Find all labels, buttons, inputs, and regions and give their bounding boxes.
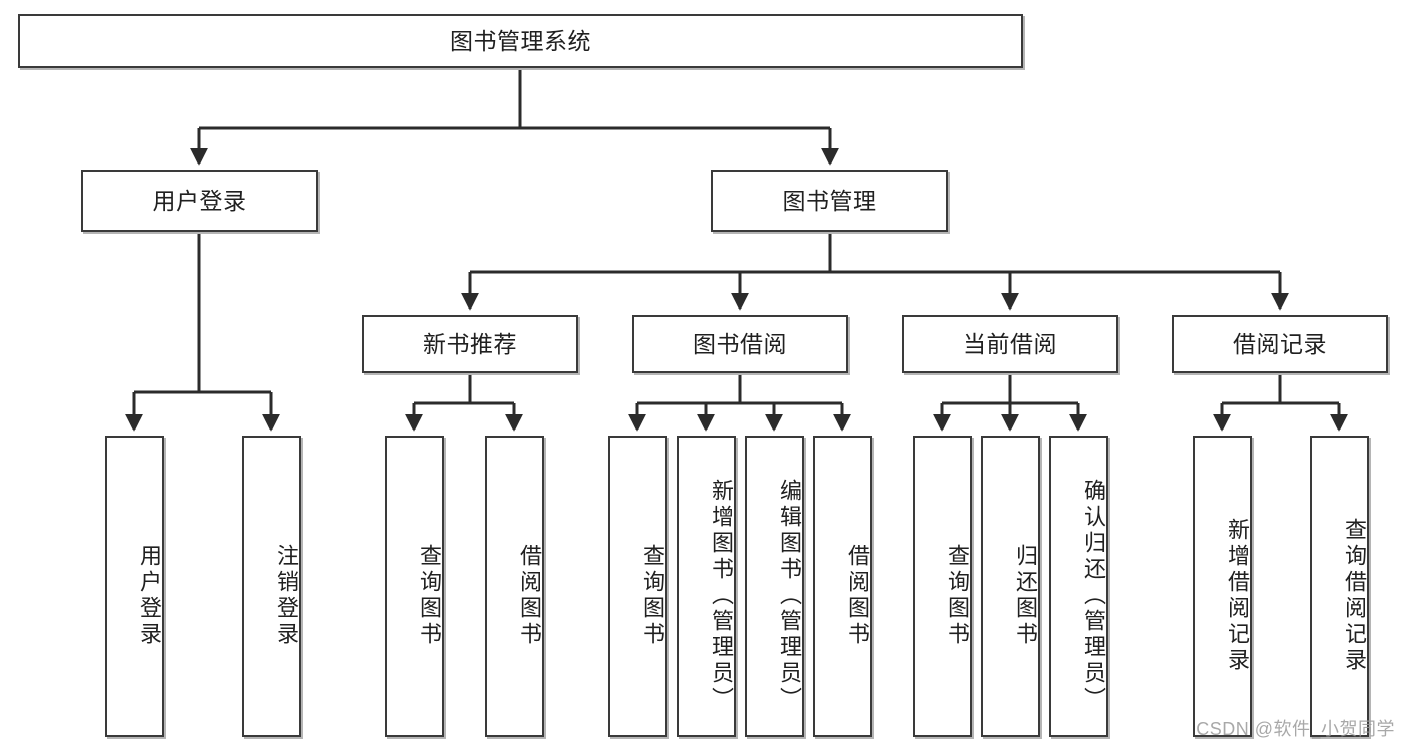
node-leaf-borrow-book[interactable]: 借阅图书 (813, 436, 872, 737)
node-label: 借阅图书 (845, 543, 870, 648)
node-leaf-query-book-borrow[interactable]: 查询图书 (608, 436, 667, 737)
node-label: 查询图书 (640, 543, 665, 648)
node-label: 查询借阅记录 (1342, 517, 1367, 674)
node-label: 注销登录 (274, 543, 299, 648)
node-leaf-user-login[interactable]: 用户登录 (105, 436, 164, 737)
node-label: 借阅图书 (517, 543, 542, 648)
node-label: 借阅记录 (1233, 330, 1327, 357)
node-book-management[interactable]: 图书管理 (711, 170, 948, 232)
node-label: 归还图书 (1013, 543, 1038, 648)
node-label: 新增图书（管理员） (709, 478, 734, 713)
node-label: 查询图书 (945, 543, 970, 648)
node-label: 新书推荐 (423, 330, 517, 357)
node-leaf-query-borrow-record[interactable]: 查询借阅记录 (1310, 436, 1369, 737)
node-leaf-borrow-book-recommend[interactable]: 借阅图书 (485, 436, 544, 737)
node-label: 图书管理 (782, 187, 877, 214)
node-leaf-confirm-return-admin[interactable]: 确认归还（管理员） (1049, 436, 1108, 737)
node-label: 确认归还（管理员） (1081, 478, 1106, 713)
node-leaf-return-book[interactable]: 归还图书 (981, 436, 1040, 737)
node-leaf-query-book-current[interactable]: 查询图书 (913, 436, 972, 737)
node-label: 编辑图书（管理员） (777, 478, 802, 713)
node-root-system[interactable]: 图书管理系统 (18, 14, 1023, 68)
node-current-borrow[interactable]: 当前借阅 (902, 315, 1118, 373)
node-user-login[interactable]: 用户登录 (81, 170, 318, 232)
node-label: 图书管理系统 (450, 27, 591, 54)
node-label: 新增借阅记录 (1225, 517, 1250, 674)
node-label: 当前借阅 (963, 330, 1057, 357)
node-leaf-add-book-admin[interactable]: 新增图书（管理员） (677, 436, 736, 737)
node-new-book-recommend[interactable]: 新书推荐 (362, 315, 578, 373)
node-leaf-logout[interactable]: 注销登录 (242, 436, 301, 737)
node-label: 图书借阅 (693, 330, 787, 357)
node-borrow-record[interactable]: 借阅记录 (1172, 315, 1388, 373)
node-label: 查询图书 (417, 543, 442, 648)
node-label: 用户登录 (152, 187, 247, 214)
node-label: 用户登录 (137, 543, 162, 648)
node-leaf-add-borrow-record[interactable]: 新增借阅记录 (1193, 436, 1252, 737)
node-book-borrow[interactable]: 图书借阅 (632, 315, 848, 373)
node-leaf-query-book-recommend[interactable]: 查询图书 (385, 436, 444, 737)
node-leaf-edit-book-admin[interactable]: 编辑图书（管理员） (745, 436, 804, 737)
csdn-watermark: CSDN @软件_小贺同学 (1196, 719, 1395, 739)
